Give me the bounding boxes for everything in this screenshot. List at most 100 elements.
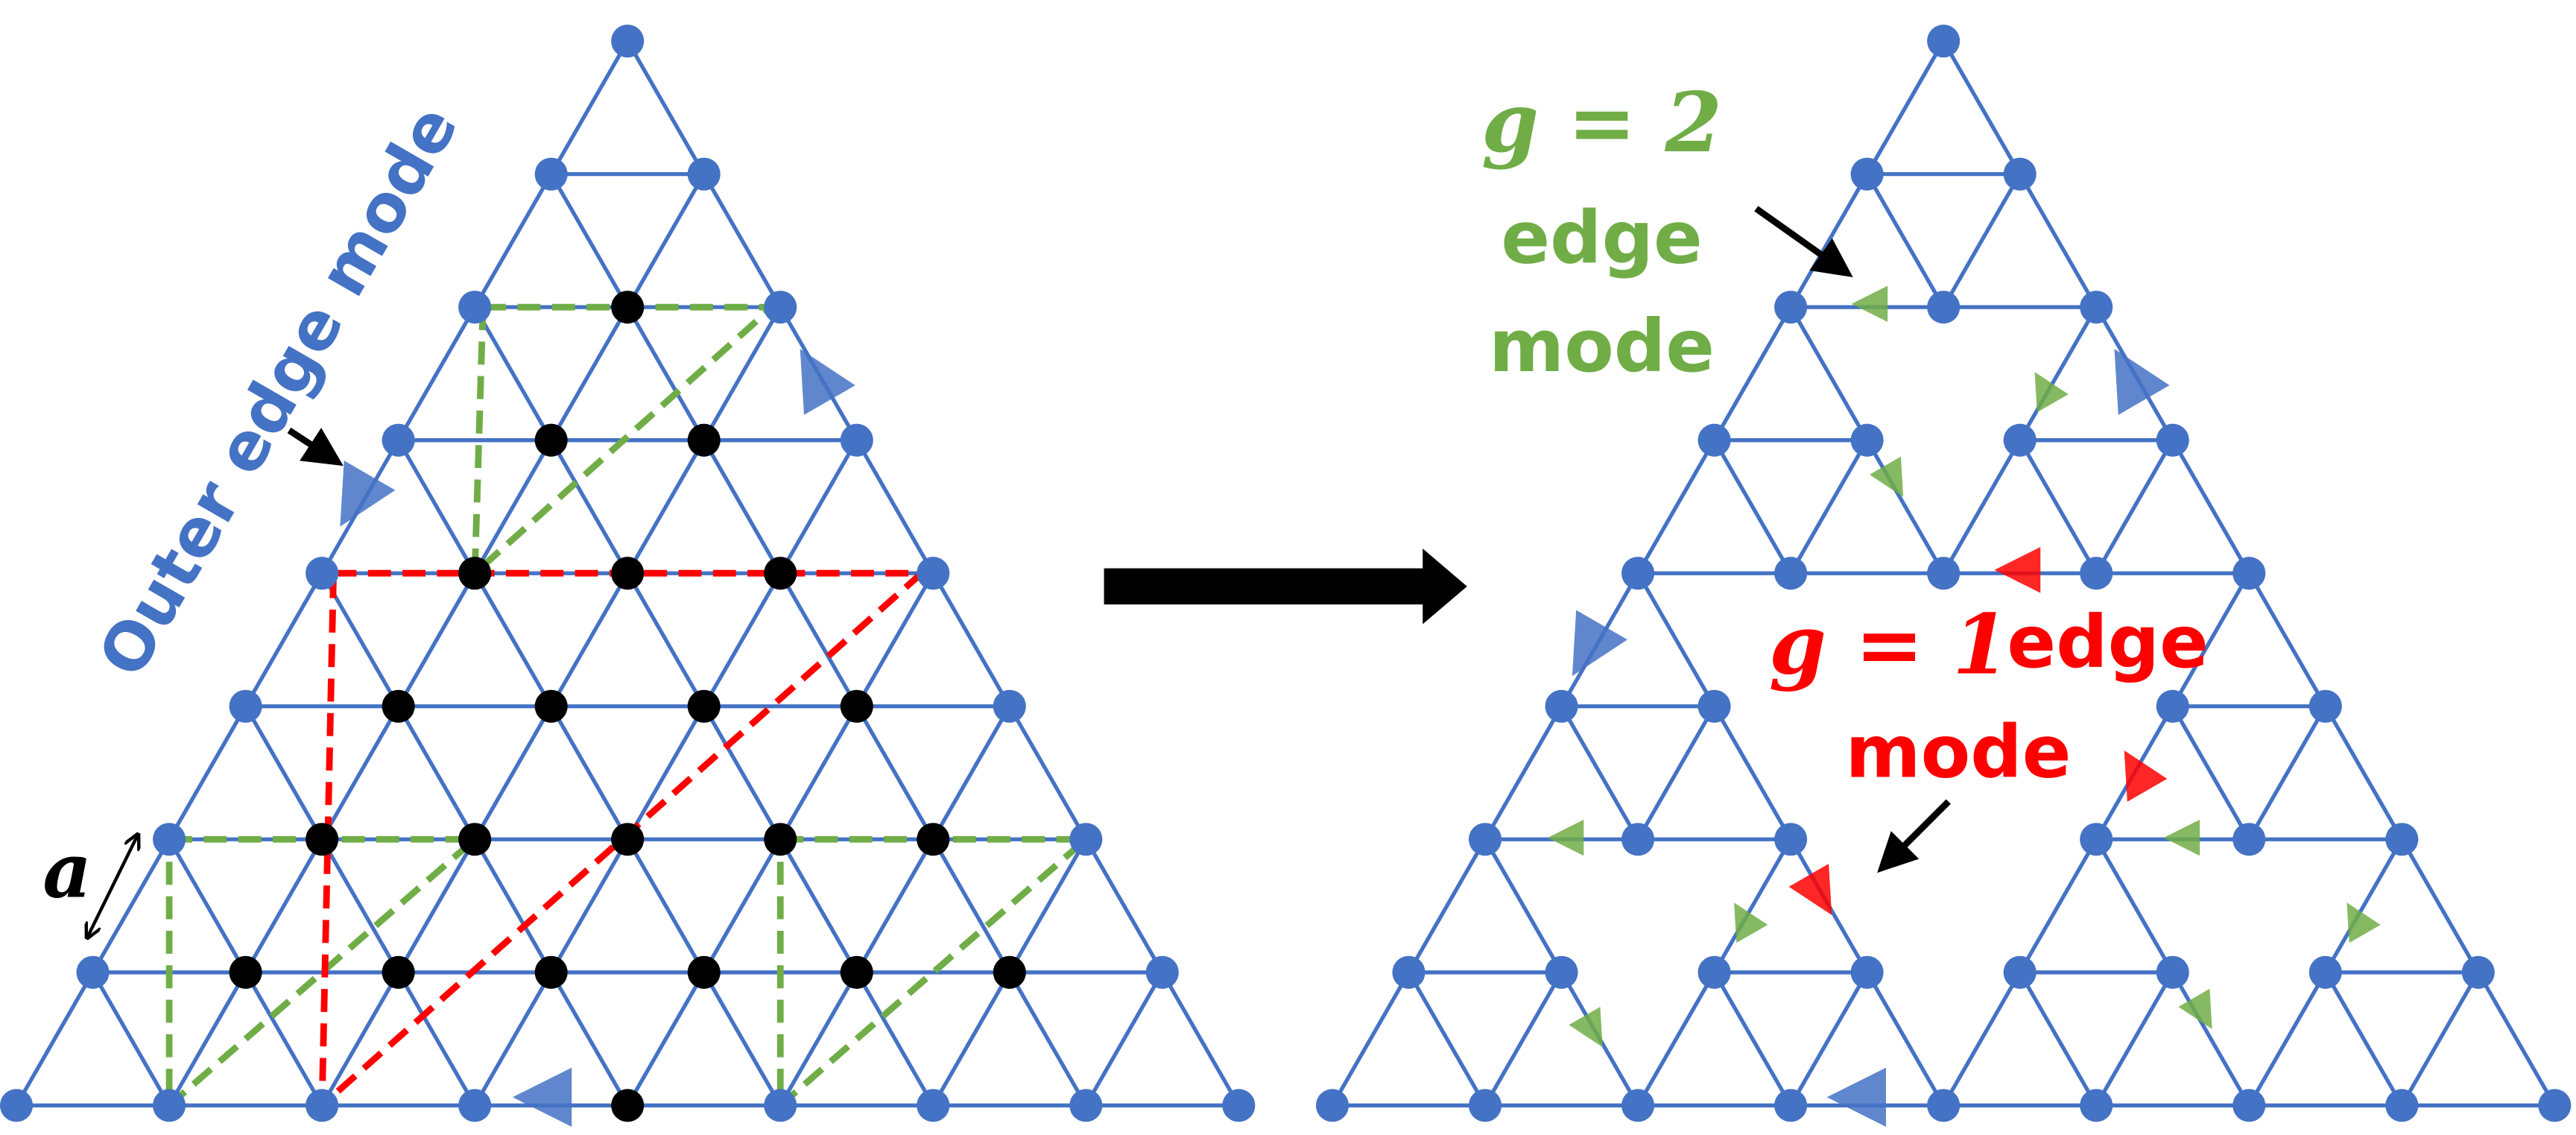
black-site [382,955,415,989]
blue-site [1315,1089,1349,1122]
lattice-bond [625,705,706,841]
blue-site [1469,1089,1502,1122]
lattice-bond [625,838,706,974]
lattice-bond [855,971,935,1107]
lattice-bond [702,971,782,1107]
blue-site [1697,423,1731,457]
black-site [993,955,1026,989]
blue-site [153,823,186,856]
g2-label-math: g = 2 [1481,75,1722,171]
blue-site [458,291,492,324]
blue-site [2156,423,2189,457]
black-site [840,689,873,723]
lattice-bond [14,971,95,1107]
lattice-bond [625,173,706,309]
outer-edge-mode-arrow [1572,610,1627,677]
lattice-bond [244,705,324,841]
g2-edge-mode-arrow [1734,902,1768,943]
blue-site [764,1089,797,1122]
blue-site [1850,423,1884,457]
blue-site [1697,955,1731,989]
lattice-bond [549,306,630,442]
right-panel-sierpinski-lattice: g = 2 edge mode g = 1 edge mode [1315,25,2572,1127]
blue-site [1069,1089,1103,1122]
blue-site [764,291,797,324]
black-site [764,823,797,856]
g2-edge-mode-arrow [1869,456,1904,497]
g1-edge-mode-arrow [1994,546,2041,593]
g1-label-edge: edge [2007,600,2208,684]
lattice-bond [472,173,553,309]
lattice-bond [702,306,782,442]
blue-site [2003,955,2037,989]
blue-site [0,1089,34,1122]
g2-label-edge: edge [1501,196,1702,280]
lattice-bond [625,971,706,1107]
lattice-bond [931,838,1012,974]
blue-site [2308,689,2342,723]
g1-pointer-arrow [1877,799,1951,873]
black-site [382,689,415,723]
black-site [687,689,721,723]
g2-edge-mode-arrow [2034,372,2069,413]
outer-edge-mode-arrow [1826,1067,1887,1127]
blue-site [1222,1089,1256,1122]
lattice-bond [625,572,706,708]
lattice-bond [167,971,247,1107]
lattice-bond [244,971,324,1107]
lattice-bond [2171,705,2251,841]
blue-site [2308,955,2342,989]
outer-edge-mode-arrow [340,461,396,527]
blue-site [306,557,339,590]
blue-site [1545,689,1578,723]
outer-edge-mode-arrow [2114,349,2170,415]
transition-arrow [1104,548,1467,625]
lattice-bond [472,439,553,575]
blue-site [2385,823,2419,856]
lattice-bond [549,838,630,974]
black-site [764,557,797,590]
blue-site [2080,1089,2113,1122]
blue-site [1927,25,1961,58]
blue-site [1927,291,1961,324]
lattice-bond [702,705,782,841]
lattice-bond [1560,705,1640,841]
black-site [534,423,568,457]
blue-site [1069,823,1103,856]
left-black-sites [229,291,1026,1122]
lattice-constant-label: a [42,826,92,914]
lattice-constant-double-arrow [87,835,138,938]
black-site [534,955,568,989]
lattice-bond [1007,705,1088,841]
lattice-bond [167,705,247,841]
lattice-bond [1084,838,1165,974]
blue-site [534,157,568,191]
blue-site [153,1089,186,1122]
lattice-bond [931,971,1012,1107]
lattice-bond [472,705,553,841]
lattice-bond [167,838,247,974]
blue-site [1621,557,1655,590]
lattice-bond [2400,971,2481,1107]
lattice-bond [1636,705,1716,841]
blue-site [2156,955,2189,989]
blue-site [1774,823,1808,856]
blue-site [2232,557,2266,590]
lattice-bond [1941,173,2022,309]
blue-site [1774,1089,1808,1122]
black-site [840,955,873,989]
g2-edge-mode-arrow [2163,819,2200,856]
outer-edge-mode-arrow [800,349,855,415]
black-site [458,823,492,856]
g2-edge-mode-arrow [1851,285,1888,322]
left-panel-full-lattice: Outer edge mode a [0,25,1256,1127]
lattice-bond [625,306,706,442]
black-site [611,291,645,324]
blue-site [306,1089,339,1122]
black-site [534,689,568,723]
lattice-bond [396,705,477,841]
lattice-bond [472,572,553,708]
outer-edge-mode-arrow [512,1067,572,1127]
blue-site [76,955,110,989]
blue-site [2080,823,2113,856]
